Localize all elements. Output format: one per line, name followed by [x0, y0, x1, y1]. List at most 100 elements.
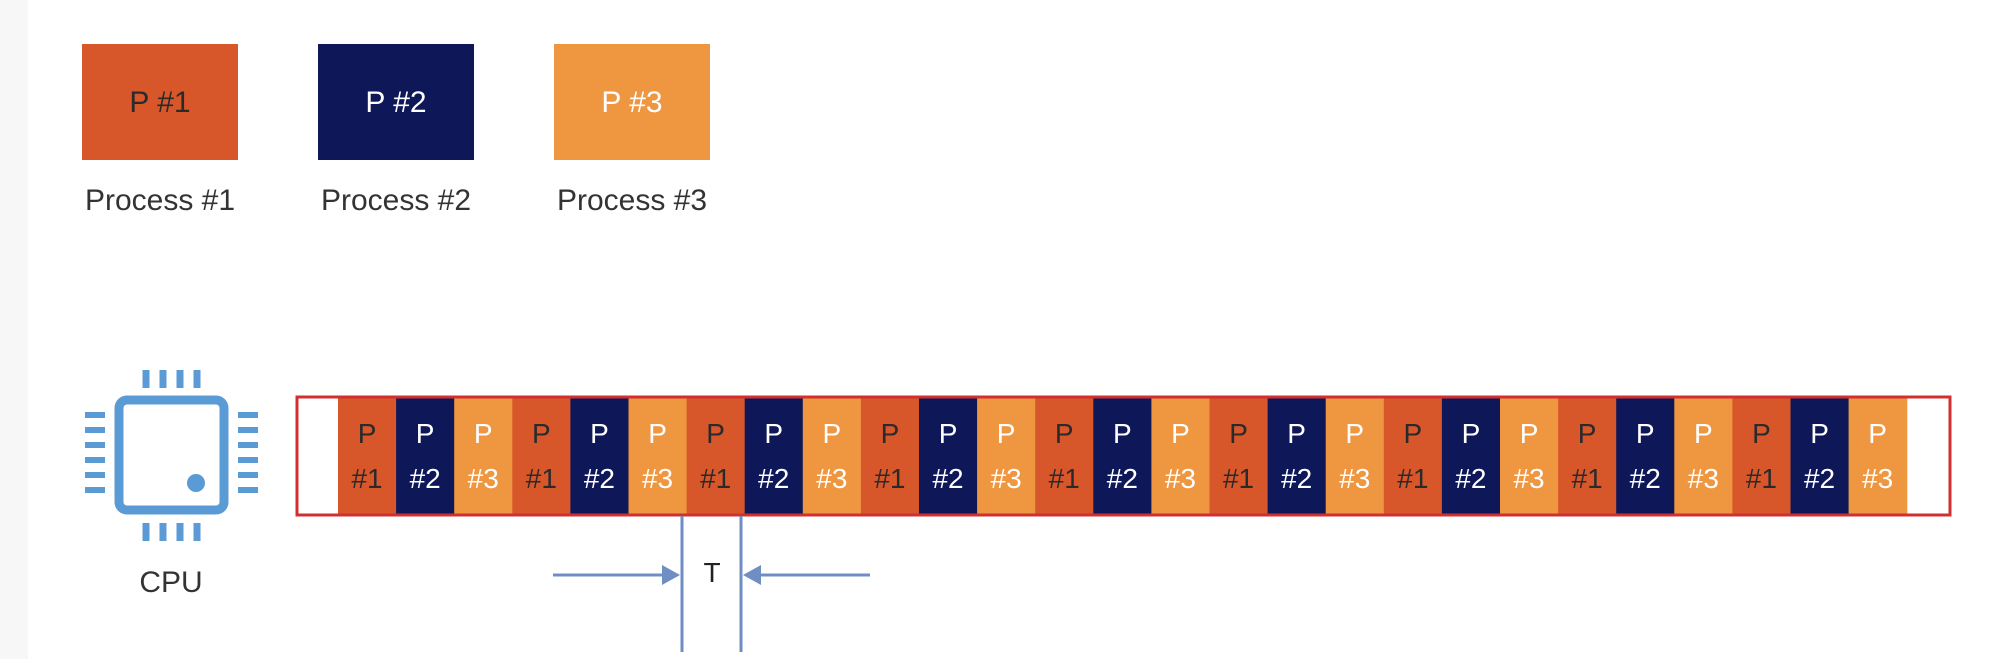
time-slice-fill	[1267, 397, 1327, 515]
time-slice-p2: P #2	[1616, 397, 1675, 515]
time-slice-p1: P#1	[686, 397, 746, 515]
time-slice-label-top: P	[1694, 418, 1713, 449]
time-slice-label-bottom: #3	[468, 463, 499, 494]
cpu-pin-top	[176, 370, 184, 388]
cpu-pin-bottom	[142, 523, 150, 541]
time-slice-label-top: P	[1868, 418, 1887, 449]
cpu-pin-top	[142, 370, 150, 388]
time-slice-fill	[1093, 397, 1152, 515]
cpu-pin-left	[85, 427, 105, 433]
time-slice-label-top: P	[358, 418, 377, 449]
time-slice-label-bottom: #1	[1397, 463, 1428, 494]
time-slice-p3: P #3	[1325, 397, 1385, 515]
cpu-pin-left	[85, 442, 105, 448]
time-slice-p2: P#2	[1093, 397, 1152, 515]
cpu-chip-icon	[85, 370, 258, 541]
time-slice-label-top: P	[1345, 418, 1364, 449]
time-slice-label-top: P	[416, 418, 435, 449]
time-slice-p2: P #2	[1267, 397, 1327, 515]
quantum-label: T	[703, 557, 720, 588]
legend-box-label-p2: P #2	[365, 86, 426, 119]
time-slice-p3: P#3	[1674, 397, 1733, 515]
time-slice-p3: P#3	[1848, 397, 1908, 515]
time-slice-fill	[1035, 397, 1094, 515]
time-slice-label-bottom: #2	[1455, 463, 1486, 494]
cpu-pin-top	[159, 370, 167, 388]
legend-box-label-p1: P #1	[129, 86, 190, 119]
time-slice-fill	[1732, 397, 1792, 515]
time-slice-label-bottom: #3	[1165, 463, 1196, 494]
time-quantum-marker: T	[553, 516, 870, 652]
time-slice-label-top: P	[764, 418, 783, 449]
time-slice-p3: P#3	[628, 397, 688, 515]
time-slice-fill	[338, 397, 397, 515]
time-slice-fill	[1209, 397, 1269, 515]
time-slice-p1: P #1	[1383, 397, 1443, 515]
time-slice-label-top: P	[1171, 418, 1190, 449]
time-slice-fill	[686, 397, 746, 515]
time-slice-p1: P#1	[1035, 397, 1094, 515]
cpu-pin-left	[85, 412, 105, 418]
time-slice-fill	[744, 397, 804, 515]
time-slice-fill	[802, 397, 862, 515]
time-slice-label-bottom: #1	[1049, 463, 1080, 494]
time-slice-p1: P #1	[338, 397, 397, 515]
cpu-pin-right	[238, 442, 258, 448]
time-slice-label-bottom: #2	[758, 463, 789, 494]
time-slice-label-bottom: #1	[351, 463, 382, 494]
time-slice-label-top: P	[590, 418, 609, 449]
time-slice-label-top: P	[1462, 418, 1481, 449]
time-slice-label-top: P	[1404, 418, 1423, 449]
time-slice-label-top: P	[1636, 418, 1655, 449]
time-slice-p3: P #3	[1500, 397, 1559, 515]
time-slice-label-top: P	[1287, 418, 1306, 449]
time-slice-label-bottom: #3	[816, 463, 847, 494]
time-slice-label-top: P	[939, 418, 958, 449]
time-slice-fill	[1848, 397, 1908, 515]
cpu-pin-right	[238, 412, 258, 418]
time-slice-label-top: P	[881, 418, 900, 449]
time-slice-label-top: P	[1229, 418, 1248, 449]
time-slice-label-top: P	[1520, 418, 1539, 449]
time-slice-fill	[454, 397, 513, 515]
time-slice-label-bottom: #2	[1804, 463, 1835, 494]
time-slice-label-bottom: #2	[1281, 463, 1312, 494]
time-slice-fill	[512, 397, 571, 515]
time-slice-p3: P #3	[454, 397, 513, 515]
cpu-timeline: P#1P#2P#3P#1P#2P#3P#1P#2P#3P#1P#2P#3P#1P…	[295, 395, 1952, 517]
cpu-pin-right	[238, 472, 258, 478]
time-slice-fill	[1325, 397, 1385, 515]
cpu-pin-left	[85, 487, 105, 493]
time-slice-label-bottom: #3	[1339, 463, 1370, 494]
time-slice-label-bottom: #3	[1513, 463, 1544, 494]
time-slice-label-top: P	[823, 418, 842, 449]
time-slice-fill	[860, 397, 920, 515]
time-slice-p2: P#2	[1790, 397, 1850, 515]
time-slice-fill	[570, 397, 630, 515]
time-slice-label-bottom: #1	[1746, 463, 1777, 494]
cpu-pin-bottom	[193, 523, 201, 541]
time-slice-p1: P#1	[860, 397, 920, 515]
cpu-dot	[187, 474, 205, 492]
time-slice-label-top: P	[997, 418, 1016, 449]
left-edge-shade	[0, 0, 28, 659]
cpu-label: CPU	[139, 566, 202, 599]
time-slice-label-bottom: #2	[1630, 463, 1661, 494]
time-slice-p1: P#1	[512, 397, 571, 515]
time-slice-p2: P#2	[396, 397, 455, 515]
cpu-pin-right	[238, 427, 258, 433]
time-slice-fill	[977, 397, 1036, 515]
legend-caption-p1: Process #1	[85, 184, 235, 217]
time-slice-fill	[1674, 397, 1733, 515]
time-slice-label-top: P	[474, 418, 493, 449]
legend-swatch-p3	[554, 44, 710, 160]
time-slice-fill	[396, 397, 455, 515]
time-slice-fill	[1558, 397, 1617, 515]
timeline-border	[295, 395, 1952, 517]
legend-caption-p2: Process #2	[321, 184, 471, 217]
legend-swatch-p2	[318, 44, 474, 160]
cpu-body	[114, 395, 229, 515]
time-slice-p2: P#2	[919, 397, 978, 515]
